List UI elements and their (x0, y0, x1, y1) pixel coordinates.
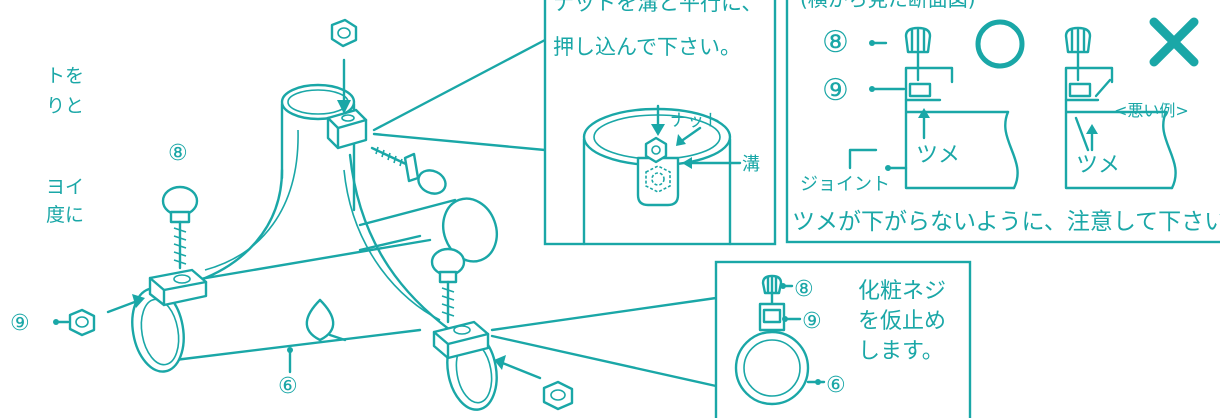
fix-text-1: 化粧ネジ (858, 279, 946, 304)
cross-section-header: (横から見た断面図) (800, 0, 976, 11)
temporary-fix-callout (490, 260, 972, 418)
pipe-clamp-icon (326, 108, 368, 150)
claw-label-left: ツメ (916, 143, 960, 168)
nut-insert-callout (372, 0, 777, 246)
ng-cross-icon (1149, 17, 1199, 67)
claw-label-right: ツメ (1076, 153, 1120, 178)
label-part9-left: ⑨ (10, 311, 30, 336)
nut-label: ナット (670, 111, 721, 131)
cross-label-part9: ⑨ (822, 73, 849, 108)
label-part8-left: ⑧ (168, 141, 188, 166)
screw-icon (161, 185, 199, 270)
pipe-clamp-icon (432, 320, 498, 411)
caution-text: ツメが下がらないように、注意して下さい。 (792, 209, 1220, 235)
ok-circle-icon (975, 19, 1025, 69)
arrow-icon (494, 355, 542, 380)
cross-label-part8: ⑧ (822, 25, 849, 60)
arrow-icon (106, 294, 145, 314)
joint-label: ジョイント (800, 174, 890, 195)
center-text-1: ナットを溝と平行に、 (553, 0, 762, 15)
cross-section-callout (785, 0, 1220, 244)
left-text-1: トを (46, 65, 84, 87)
center-text-2: 押し込んで下さい。 (553, 35, 741, 59)
nut-icon (68, 308, 96, 337)
pipe-joint-icon (163, 83, 498, 374)
nut-icon (542, 380, 574, 411)
nut-icon (330, 18, 358, 48)
fix-label-part9: ⑨ (802, 309, 822, 334)
fix-text-2: を仮止め (858, 309, 946, 334)
screw-icon (370, 146, 447, 195)
fix-text-3: します。 (858, 339, 944, 364)
fix-label-part6: ⑥ (826, 373, 846, 398)
fix-label-part8: ⑧ (794, 277, 814, 302)
arrow-icon (337, 58, 351, 114)
screw-icon (430, 247, 466, 324)
left-text-4: 度に (46, 204, 84, 226)
label-part6: ⑥ (278, 374, 298, 399)
groove-label: 溝 (742, 154, 760, 175)
left-text-2: りと (46, 95, 84, 117)
pipe-clamp-icon (131, 268, 208, 373)
bad-example-label: <悪い例> (1114, 101, 1189, 120)
left-text-3: ヨイ (46, 176, 84, 198)
